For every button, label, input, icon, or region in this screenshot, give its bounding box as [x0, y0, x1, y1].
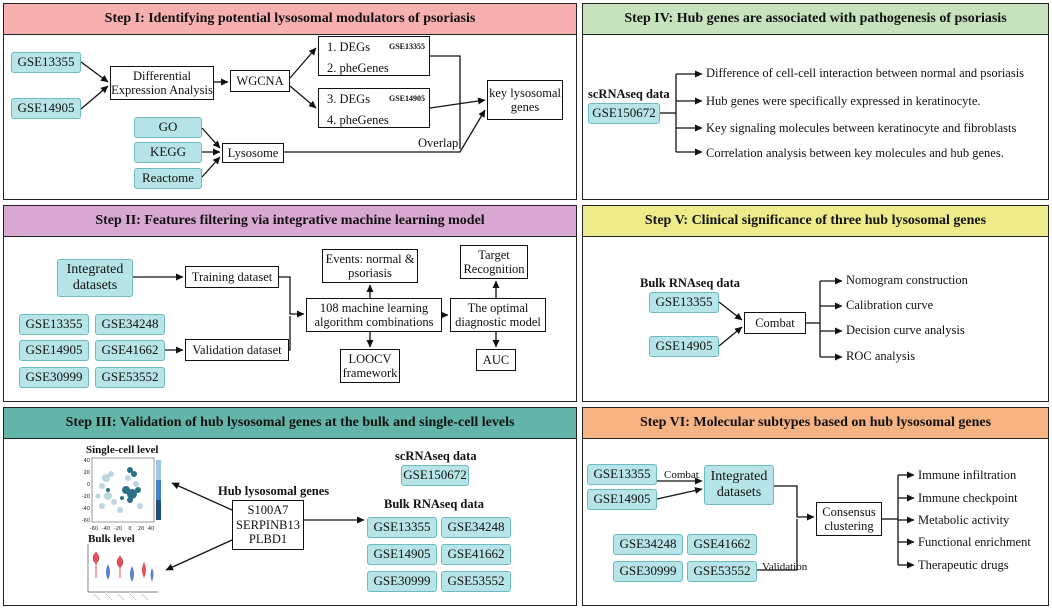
- deg3-label: 3. DEGs: [327, 92, 371, 106]
- step4-item-3: Key signaling molecules between keratino…: [706, 121, 1017, 135]
- step6-gse13355: GSE13355: [587, 464, 657, 485]
- phe4-label: 4. pheGenes: [327, 113, 389, 127]
- step2-integrated: Integrated datasets: [57, 259, 133, 297]
- step1-gse13355: GSE13355: [11, 52, 81, 73]
- violin-plot-icon: [87, 544, 158, 601]
- step2-gse41662: GSE41662: [95, 340, 165, 361]
- step5-item-1: Nomogram construction: [846, 273, 968, 287]
- umap-ytick-6: -60: [82, 518, 90, 524]
- step4-gse150672: GSE150672: [588, 103, 660, 124]
- step3-gse14905: GSE14905: [367, 544, 437, 565]
- validation-box: Validation dataset: [185, 339, 289, 361]
- wgcna-box: WGCNA: [230, 70, 290, 92]
- umap-xtick-2: -40: [102, 526, 110, 532]
- umap-ytick-1: 40: [84, 458, 90, 464]
- optimal-box: The optimal diagnostic model: [450, 298, 546, 332]
- lysosome-box: Lysosome: [222, 143, 284, 163]
- bulk-level-label: Bulk level: [88, 533, 135, 545]
- umap-ytick-5: -40: [82, 506, 90, 512]
- consensus-box: Consensus clustering: [816, 502, 882, 536]
- step5-gse14905: GSE14905: [649, 336, 719, 357]
- step6-integrated: Integrated datasets: [704, 465, 774, 505]
- step6-item-4: Functional enrichment: [918, 535, 1031, 549]
- step4-item-2: Hub genes were specifically expressed in…: [706, 94, 981, 108]
- go-box: GO: [134, 117, 202, 138]
- deg-box-1: [318, 36, 430, 76]
- step6-item-5: Therapeutic drugs: [918, 558, 1009, 572]
- step5-gse13355: GSE13355: [649, 292, 719, 313]
- step2-gse53552: GSE53552: [95, 367, 165, 388]
- step5-item-3: Decision curve analysis: [846, 323, 965, 337]
- step6-item-2: Immune checkpoint: [918, 491, 1018, 505]
- step3-title: Step III: Validation of hub lysosomal ge…: [4, 408, 576, 439]
- step1-gse14905: GSE14905: [11, 98, 81, 119]
- step1-title: Step I: Identifying potential lysosomal …: [4, 4, 576, 35]
- single-cell-label: Single-cell level: [86, 444, 159, 456]
- step4-scrna-label: scRNAseq data: [588, 87, 670, 101]
- umap-ytick-2: 20: [84, 470, 90, 476]
- step5-combat: Combat: [744, 312, 806, 334]
- step3-gse150672: GSE150672: [401, 465, 469, 486]
- umap-xtick-6: 40: [148, 526, 154, 532]
- step3-gse13355: GSE13355: [367, 517, 437, 538]
- step6-title: Step VI: Molecular subtypes based on hub…: [583, 408, 1048, 439]
- umap-xtick-1: -60: [90, 526, 98, 532]
- step2-gse13355: GSE13355: [19, 314, 89, 335]
- umap-ytick-3: 0: [87, 482, 90, 488]
- phe2-label: 2. pheGenes: [327, 61, 389, 75]
- step6-gse34248: GSE34248: [613, 534, 683, 555]
- step2-gse30999: GSE30999: [19, 367, 89, 388]
- step6-gse30999: GSE30999: [613, 561, 683, 582]
- step6-combat-label: Combat: [664, 469, 699, 481]
- training-box: Training dataset: [185, 266, 279, 288]
- umap-plot-icon: 40 20 0 -20 -40 -60 -60 -40 -20 0 20 40: [82, 457, 161, 532]
- ml-box: 108 machine learning algorithm combinati…: [306, 298, 442, 332]
- step5-bulk-label: Bulk RNAseq data: [640, 276, 741, 290]
- step4-panel: Step IV: Hub genes are associated with p…: [582, 3, 1049, 200]
- step6-gse53552: GSE53552: [687, 561, 757, 582]
- hub-genes-box: S100A7 SERPINB13 PLBD1: [232, 500, 304, 550]
- step6-gse41662: GSE41662: [687, 534, 757, 555]
- step3-scrna-label: scRNAseq data: [395, 449, 477, 463]
- step6-gse14905: GSE14905: [587, 489, 657, 510]
- deg3-tag: GSE14905: [389, 94, 426, 103]
- step3-gse41662: GSE41662: [441, 544, 511, 565]
- step3-gse34248: GSE34248: [441, 517, 511, 538]
- step2-title: Step II: Features filtering via integrat…: [4, 206, 576, 237]
- overlap-label: Overlap: [418, 136, 459, 150]
- hub-title: Hub lysosomal genes: [218, 484, 330, 498]
- step6-validation-label: Validation: [762, 561, 808, 573]
- step4-item-4: Correlation analysis between key molecul…: [706, 146, 1004, 160]
- loocv-box: LOOCV framework: [340, 349, 400, 383]
- target-box: Target Recognition: [460, 245, 528, 279]
- step5-item-2: Calibration curve: [846, 298, 934, 312]
- step2-gse34248: GSE34248: [95, 314, 165, 335]
- deg1-label: 1. DEGs: [327, 40, 371, 54]
- deg1-tag: GSE13355: [389, 42, 426, 51]
- step4-item-1: Difference of cell-cell interaction betw…: [706, 66, 1025, 80]
- kegg-box: KEGG: [134, 142, 202, 163]
- key-lysosomal-box: key lysosomal genes: [487, 80, 563, 120]
- step6-item-1: Immune infiltration: [918, 468, 1017, 482]
- step4-title: Step IV: Hub genes are associated with p…: [583, 4, 1048, 35]
- events-box: Events: normal & psoriasis: [322, 249, 418, 283]
- reactome-box: Reactome: [134, 168, 202, 189]
- step3-gse30999: GSE30999: [367, 571, 437, 592]
- umap-xtick-3: -20: [114, 526, 122, 532]
- dea-box: Differential Expression Analysis: [110, 66, 214, 100]
- step3-gse53552: GSE53552: [441, 571, 511, 592]
- umap-xtick-5: 20: [138, 526, 144, 532]
- umap-xtick-4: 0: [128, 526, 131, 532]
- step6-item-3: Metabolic activity: [918, 513, 1010, 527]
- step3-bulk-label: Bulk RNAseq data: [384, 497, 485, 511]
- step2-gse14905: GSE14905: [19, 340, 89, 361]
- step5-title: Step V: Clinical significance of three h…: [583, 206, 1048, 237]
- step5-item-4: ROC analysis: [846, 349, 916, 363]
- umap-ytick-4: -20: [82, 494, 90, 500]
- auc-box: AUC: [476, 349, 516, 371]
